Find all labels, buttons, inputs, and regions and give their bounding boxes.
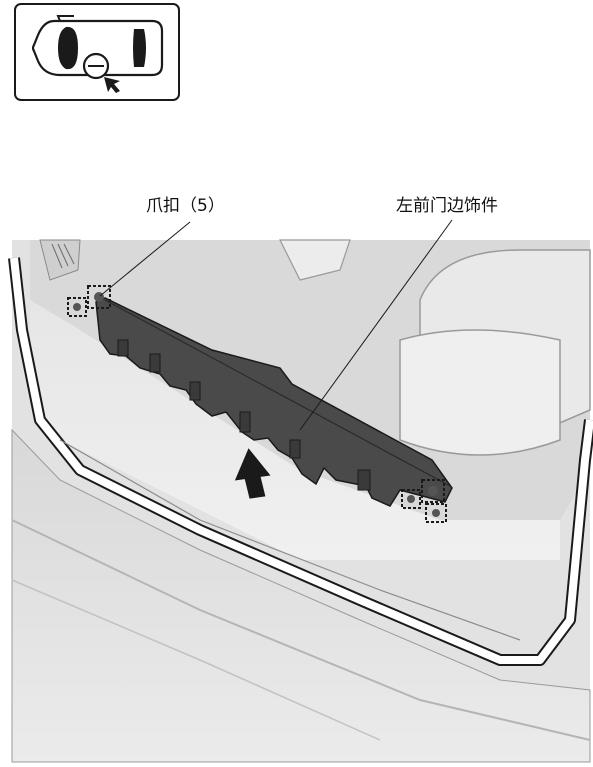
door-sill-trim-panel [95, 297, 453, 507]
clip-marker-left [67, 285, 111, 317]
leader-line-trim [299, 219, 453, 431]
car-top-view-zoom-icon [31, 15, 164, 93]
vehicle-locator-inset [14, 3, 180, 101]
up-arrow-icon [234, 448, 271, 499]
leader-line-claws [99, 221, 191, 297]
callout-claws-label: 爪扣（5） [146, 196, 225, 216]
callout-trim-label: 左前门边饰件 [396, 196, 498, 216]
clip-marker-right [401, 479, 447, 523]
